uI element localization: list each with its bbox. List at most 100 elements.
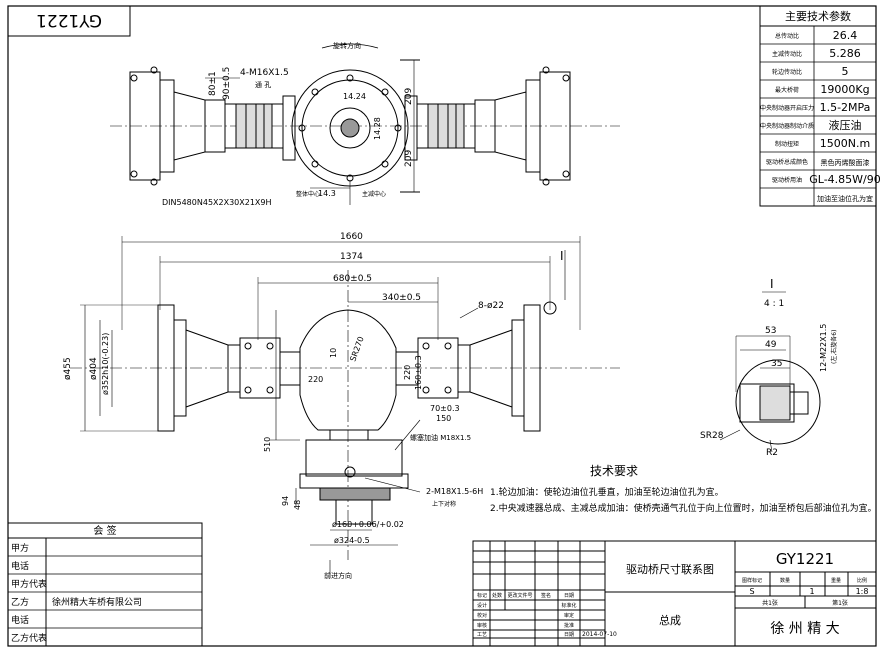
center-label-1: 整体中心	[296, 190, 320, 198]
signoff-row-label: 电话	[11, 614, 29, 626]
vent-sub: 上下对称	[432, 500, 456, 508]
detail-title: I	[770, 277, 774, 291]
front-right-flange	[523, 304, 541, 432]
signoff-rows: 甲方电话甲方代表乙方徐州精大车桥有限公司电话乙方代表	[8, 542, 202, 647]
tech-row-label: 总传动比	[775, 32, 799, 40]
dim-209a: 209	[404, 88, 414, 105]
dim-49: 49	[765, 340, 777, 350]
tech-row-value: 26.4	[833, 29, 858, 42]
dim-220a: 220	[308, 375, 323, 384]
dim-1424: 14.24	[343, 92, 366, 101]
plug-label: 螺塞加油 M18X1.5	[410, 433, 471, 442]
tech-row-value: 加油至油位孔为宜	[817, 194, 873, 203]
stage-mark: S	[749, 587, 754, 596]
scale: 1:8	[856, 587, 869, 596]
title-date: 2014-07-10	[582, 631, 617, 638]
dim-404: ø404	[89, 357, 99, 380]
center-housing-inner	[301, 79, 399, 177]
tech-requirements: 技术要求 1.轮边加油：使轮边油位孔垂直，加油至轮边油位孔为宜。 2.中央减速器…	[490, 464, 877, 514]
assembly-label: 总成	[659, 613, 681, 627]
col-label-2: 签名	[541, 592, 551, 599]
dim-160-flange: ø160+0.06/+0.02	[332, 520, 404, 529]
dim-sr270: SR270	[348, 335, 365, 362]
row-label-2: 校对	[477, 612, 487, 619]
requirement-2: 2.中央减速器总成、主减总成加油：使桥壳通气孔位于向上位置时，加油至桥包后部油位…	[490, 502, 877, 514]
qty-header: 数量	[780, 577, 790, 584]
forward-label: 前进方向	[324, 571, 352, 580]
detail-ref: I	[560, 249, 564, 263]
detail-thread-sub: (左,右旋各6)	[830, 330, 838, 364]
rotation-label: 旋转方向	[333, 41, 361, 50]
title-block	[472, 540, 877, 647]
dim-455: ø455	[63, 357, 73, 380]
signoff-row-label: 电话	[11, 560, 29, 572]
tech-row-value: 液压油	[829, 118, 862, 132]
detail-thread: 12-M22X1.5	[819, 324, 828, 372]
dim-220b: 220	[403, 365, 412, 380]
tech-row-label: 制动扭矩	[775, 140, 799, 148]
signoff-row-label: 乙方代表	[11, 632, 47, 644]
dim-90: 90±0.5	[222, 67, 232, 100]
col-label-3: 日期	[564, 593, 574, 599]
signoff-row-value: 徐州精大车桥有限公司	[52, 596, 142, 608]
mid-label-3: 日期	[564, 632, 574, 638]
dim-324: ø324-0.5	[334, 536, 370, 545]
detail-circle	[735, 359, 821, 445]
title-drawing-number: GY1221	[776, 550, 834, 568]
company-name: 徐 州 精 大	[770, 621, 839, 637]
top-view	[110, 43, 620, 205]
tech-row-value: 黑色丙烯酸面漆	[821, 158, 870, 167]
rotated-drawing-number: GY1221	[36, 10, 102, 30]
dim-48: 48	[293, 500, 302, 510]
dim-70: 70±0.3	[430, 404, 460, 413]
detail-labels: I 4 : 1 53 49 35 12-M22X1.5 (左,右旋各6) SR2…	[700, 277, 838, 458]
top-thread-label: 4-M16X1.5	[240, 68, 289, 78]
front-view-labels: 1660 1374 680±0.5 340±0.5 8-ø22 I ø455 ø…	[63, 232, 564, 580]
spline-spec: DIN5480N45X2X30X21X9H	[162, 198, 272, 207]
col-label-0: 处数	[492, 592, 502, 599]
right-hub-flange	[539, 71, 571, 181]
axle-banjo	[299, 309, 397, 431]
detail-sr28: SR28	[700, 431, 724, 441]
signoff-title: 会 签	[93, 524, 116, 537]
sheets-total: 共1张	[762, 599, 778, 607]
dim-340: 340±0.5	[382, 293, 421, 303]
dim-1660: 1660	[340, 232, 363, 242]
row-label-0: 标记	[477, 592, 487, 599]
tech-row-label: 驱动桥用油	[772, 176, 802, 184]
mid-label-2: 批准	[564, 622, 574, 629]
requirement-1: 1.轮边加油：使轮边油位孔垂直，加油至轮边油位孔为宜。	[490, 486, 724, 498]
tech-row-value: 5	[842, 65, 849, 78]
dim-160: 160±0.3	[414, 355, 423, 390]
sheet-no: 第1张	[832, 599, 848, 607]
tech-row-value: 1500N.m	[820, 137, 870, 150]
detail-r2: R2	[766, 448, 778, 458]
front-view	[70, 236, 620, 578]
dim-35: 35	[771, 359, 782, 369]
mid-label-1: 审定	[564, 612, 574, 619]
row-label-1: 设计	[477, 602, 487, 609]
scale-header: 比例	[857, 577, 867, 584]
dim-1428: 14.28	[373, 117, 382, 140]
tech-row-value: 19000Kg	[820, 83, 869, 96]
signoff-row-label: 甲方	[11, 542, 29, 554]
dim-94: 94	[281, 496, 290, 506]
sheet-frame	[7, 5, 877, 647]
dim-53: 53	[765, 326, 776, 336]
vent-label: 2-M18X1.5-6H	[426, 487, 483, 496]
dim-680: 680±0.5	[333, 274, 372, 284]
dim-352: ø352h10(-0.23)	[101, 333, 110, 395]
left-brake-pack	[235, 103, 273, 149]
tech-row-value: 1.5-2MPa	[820, 101, 871, 114]
dim-1374: 1374	[340, 252, 363, 262]
dim-150: 150	[436, 414, 451, 423]
quantity: 1	[809, 587, 814, 596]
stage-header: 图样标记	[742, 577, 762, 584]
dim-80: 80±1	[208, 71, 218, 96]
detail-view	[719, 291, 821, 453]
dim-209b: 209	[404, 150, 414, 167]
signoff-row-label: 甲方代表	[11, 578, 47, 590]
dim-510: 510	[263, 437, 272, 452]
tech-row-value: GL-4.85W/90	[809, 173, 880, 186]
